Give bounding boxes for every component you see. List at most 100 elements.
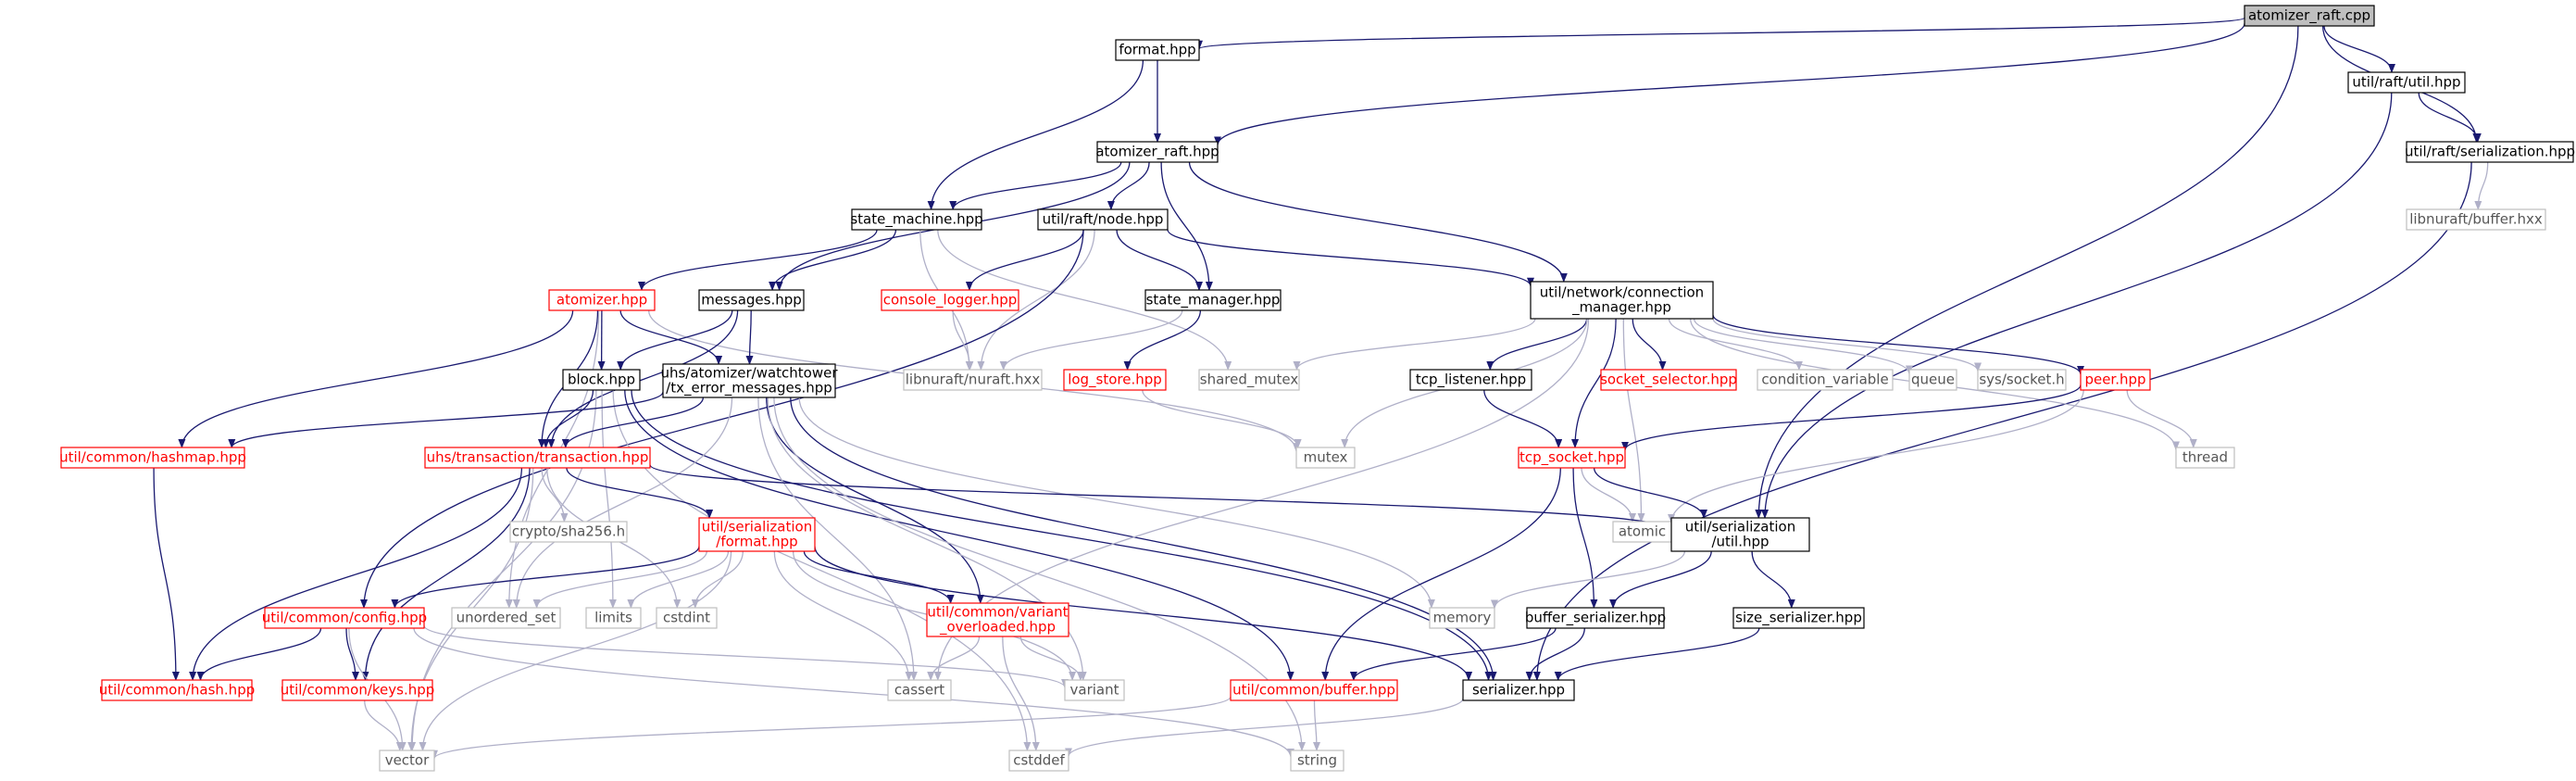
node-util_raft_node[interactable]: util/raft/node.hpp xyxy=(1037,208,1169,231)
edge-atomizer_raft-to-state_manager xyxy=(1160,161,1213,291)
node-root[interactable]: atomizer_raft.cpp xyxy=(2244,5,2375,27)
node-keys[interactable]: util/common/keys.hpp xyxy=(281,679,435,701)
node-hashmap[interactable]: util/common/hashmap.hpp xyxy=(59,447,246,469)
node-condition_variable: condition_variable xyxy=(1757,369,1894,391)
node-box xyxy=(1670,517,1810,552)
edge-block-to-limits xyxy=(601,389,617,609)
node-atomizer[interactable]: atomizer.hpp xyxy=(548,289,656,311)
edge-transaction-to-keys xyxy=(361,467,531,681)
node-box xyxy=(1530,281,1714,320)
node-block[interactable]: block.hpp xyxy=(562,369,641,391)
node-label: cstddef xyxy=(1013,752,1065,769)
edge-root-to-ser_util xyxy=(1755,25,2299,519)
edge-util_raft_ser-to-serializer xyxy=(1532,161,2472,681)
node-size_serializer[interactable]: size_serializer.hpp xyxy=(1732,607,1865,629)
node-state_machine[interactable]: state_machine.hpp xyxy=(850,208,983,231)
node-box xyxy=(1409,369,1532,391)
node-box xyxy=(1757,369,1894,391)
node-serializer[interactable]: serializer.hpp xyxy=(1462,679,1575,701)
node-label: socket_selector.hpp xyxy=(1600,372,1737,389)
node-box xyxy=(548,289,656,311)
edge-conn_manager-to-sys_socket xyxy=(1712,318,1982,372)
node-box xyxy=(562,369,641,391)
node-label: sys/socket.h xyxy=(1979,372,2064,388)
node-label: memory xyxy=(1433,610,1492,626)
edge-atomizer_raft-to-state_machine xyxy=(949,161,1122,210)
node-label: buffer_serializer.hpp xyxy=(1525,610,1666,627)
node-ser_util[interactable]: util/serialization/util.hpp xyxy=(1670,517,1810,552)
node-box xyxy=(1037,208,1169,231)
edge-conn_manager-to-peer xyxy=(1712,314,2084,375)
node-ser_format[interactable]: util/serialization/format.hpp xyxy=(698,517,816,552)
edge-util_raft_util-to-ser_util xyxy=(1761,92,2393,519)
node-label: util/raft/util.hpp xyxy=(2352,74,2460,91)
node-label: util/serialization xyxy=(702,519,812,535)
edge-state_manager-to-libnuraft_nuraft xyxy=(999,309,1183,371)
node-label: peer.hpp xyxy=(2084,372,2145,388)
node-label: state_machine.hpp xyxy=(850,211,982,229)
edge-util_raft_node-to-conn_manager xyxy=(1167,229,1534,287)
node-label: shared_mutex xyxy=(1200,372,1299,389)
node-socket_selector[interactable]: socket_selector.hpp xyxy=(1600,369,1737,391)
edge-size_serializer-to-serializer xyxy=(1554,627,1760,681)
node-box xyxy=(101,679,253,701)
edge-ser_util-to-size_serializer xyxy=(1751,550,1795,609)
edge-tcp_socket-to-common_buffer xyxy=(1321,467,1561,681)
node-box xyxy=(881,289,1019,311)
node-common_buffer[interactable]: util/common/buffer.hpp xyxy=(1230,679,1398,701)
node-format[interactable]: format.hpp xyxy=(1115,39,1200,61)
node-box xyxy=(1977,369,2067,391)
node-label: format.hpp xyxy=(1119,42,1195,58)
edge-conn_manager-to-atomic xyxy=(1622,318,1645,523)
node-messages[interactable]: messages.hpp xyxy=(698,289,805,311)
node-box xyxy=(1198,369,1300,391)
node-queue: queue xyxy=(1908,369,1957,391)
node-tcp_listener[interactable]: tcp_listener.hpp xyxy=(1409,369,1532,391)
node-unordered_set: unordered_set xyxy=(451,607,561,629)
node-util_raft_ser[interactable]: util/raft/serialization.hpp xyxy=(2405,141,2575,163)
node-memory: memory xyxy=(1429,607,1495,629)
node-label: state_manager.hpp xyxy=(1146,292,1281,309)
node-conn_manager[interactable]: util/network/connection_manager.hpp xyxy=(1530,281,1714,320)
node-tx_error[interactable]: uhs/atomizer/watchtower/tx_error_message… xyxy=(660,363,838,398)
edge-util_raft_ser-to-libnuraft_buffer xyxy=(2474,161,2489,210)
node-label: util/common/hashmap.hpp xyxy=(59,449,246,466)
node-label: thread xyxy=(2182,449,2228,466)
node-label: atomizer_raft.cpp xyxy=(2248,7,2370,25)
node-variant_overloaded[interactable]: util/common/variant_overloaded.hpp xyxy=(926,602,1069,637)
node-transaction[interactable]: uhs/transaction/transaction.hpp xyxy=(424,447,651,469)
node-box xyxy=(1518,447,1626,469)
edge-block-to-vector xyxy=(408,389,597,751)
node-util_raft_util[interactable]: util/raft/util.hpp xyxy=(2347,71,2466,94)
node-label: atomic xyxy=(1619,523,1666,540)
node-label: console_logger.hpp xyxy=(883,292,1018,309)
edge-ser_util-to-buffer_serializer xyxy=(1609,550,1712,609)
node-box xyxy=(656,607,718,629)
node-tcp_socket[interactable]: tcp_socket.hpp xyxy=(1518,447,1626,469)
edge-buffer_serializer-to-serializer xyxy=(1525,627,1585,681)
node-label: _manager.hpp xyxy=(1571,299,1671,317)
node-console_logger[interactable]: console_logger.hpp xyxy=(881,289,1019,311)
node-label: mutex xyxy=(1304,449,1348,466)
node-buffer_serializer[interactable]: buffer_serializer.hpp xyxy=(1525,607,1666,629)
node-label: util/raft/node.hpp xyxy=(1043,211,1164,228)
edge-buffer_serializer-to-common_buffer xyxy=(1349,627,1557,681)
node-log_store[interactable]: log_store.hpp xyxy=(1063,369,1167,391)
node-box xyxy=(379,750,435,772)
node-label: queue xyxy=(1911,372,1955,388)
node-box xyxy=(1462,679,1575,701)
node-config[interactable]: util/common/config.hpp xyxy=(262,607,427,629)
node-hash[interactable]: util/common/hash.hpp xyxy=(99,679,256,701)
node-box xyxy=(1732,607,1865,629)
edge-tcp_socket-to-atomic xyxy=(1581,467,1636,523)
node-state_manager[interactable]: state_manager.hpp xyxy=(1144,289,1282,311)
node-box xyxy=(1064,679,1125,701)
node-peer[interactable]: peer.hpp xyxy=(2080,369,2151,391)
node-atomic: atomic xyxy=(1612,521,1672,543)
edge-variant_overloaded-to-variant xyxy=(1019,636,1084,681)
node-box xyxy=(2080,369,2151,391)
node-atomizer_raft[interactable]: atomizer_raft.hpp xyxy=(1095,141,1219,163)
edge-conn_manager-to-shared_mutex xyxy=(1293,318,1536,371)
node-label: atomizer.hpp xyxy=(556,292,647,309)
